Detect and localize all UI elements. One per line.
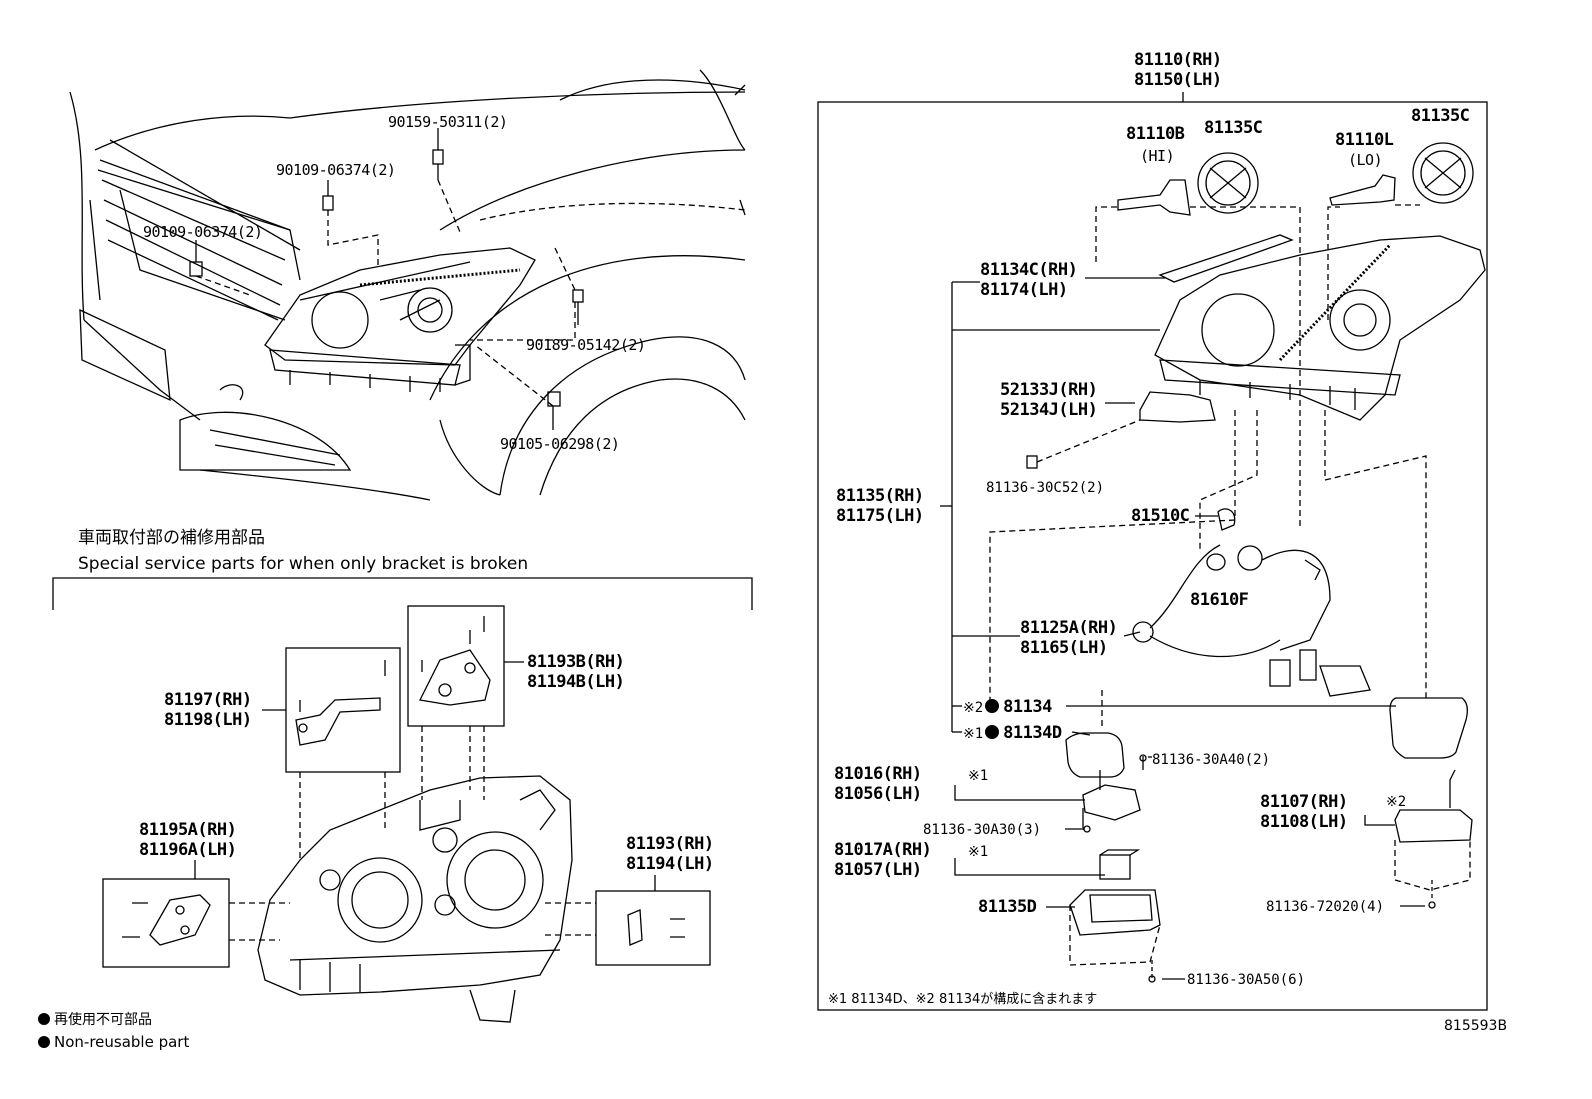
label-52133j: 52133J(RH) bbox=[1000, 380, 1098, 400]
label-81056: 81056(LH) bbox=[834, 784, 922, 804]
label-81110b: 81110B bbox=[1126, 124, 1185, 144]
note-mark-2: ※2 bbox=[963, 700, 984, 716]
label-81134c: 81134C(RH) bbox=[980, 260, 1078, 280]
label-81198: 81198(LH) bbox=[164, 710, 252, 730]
label-81610f: 81610F bbox=[1190, 590, 1249, 610]
label-90109-06374-upper: 90109-06374(2) bbox=[276, 161, 396, 179]
bracket-service-drawing bbox=[52, 577, 753, 1023]
label-81017a: 81017A(RH) bbox=[834, 840, 932, 860]
legend-en: Non-reusable part bbox=[38, 1032, 189, 1052]
label-81108: 81108(LH) bbox=[1260, 812, 1348, 832]
label-81110: 81110(RH) bbox=[1134, 50, 1222, 70]
label-81196a: 81196A(LH) bbox=[139, 840, 237, 860]
label-81125a: 81125A(RH) bbox=[1020, 618, 1118, 638]
label-81135d: 81135D bbox=[978, 897, 1037, 917]
label-81107: 81107(RH) bbox=[1260, 792, 1348, 812]
label-81136-30a40: 81136-30A40(2) bbox=[1152, 752, 1271, 768]
service-note-en: Special service parts for when only brac… bbox=[78, 554, 529, 574]
label-52134j: 52134J(LH) bbox=[1000, 400, 1098, 420]
footnote: ※1 81134D、※2 81134が構成に含まれます bbox=[828, 992, 1098, 1007]
label-81194: 81194(LH) bbox=[626, 854, 714, 874]
label-81135c-a: 81135C bbox=[1204, 118, 1263, 138]
label-81016: 81016(RH) bbox=[834, 764, 922, 784]
note-mark-1-c: ※1 bbox=[968, 844, 989, 860]
non-reusable-dot-icon bbox=[38, 1036, 50, 1048]
label-81135: 81135(RH) bbox=[836, 486, 924, 506]
non-reusable-dot-icon bbox=[985, 725, 1000, 739]
label-81193b: 81193B(RH) bbox=[527, 652, 625, 672]
label-81194b: 81194B(LH) bbox=[527, 672, 625, 692]
label-81195a: 81195A(RH) bbox=[139, 820, 237, 840]
label-81175: 81175(LH) bbox=[836, 506, 924, 526]
label-lo: (LO) bbox=[1348, 151, 1383, 169]
label-81136-30a30: 81136-30A30(3) bbox=[923, 822, 1042, 838]
label-81510c: 81510C bbox=[1131, 506, 1190, 526]
note-mark-1: ※1 bbox=[963, 726, 984, 742]
note-mark-2-b: ※2 bbox=[1386, 794, 1407, 810]
label-90159-50311: 90159-50311(2) bbox=[388, 113, 508, 131]
vehicle-front-drawing bbox=[69, 69, 746, 501]
label-81165: 81165(LH) bbox=[1020, 638, 1108, 658]
label-81136-30a50: 81136-30A50(6) bbox=[1187, 972, 1306, 988]
label-81135c-b: 81135C bbox=[1411, 106, 1470, 126]
label-81174: 81174(LH) bbox=[980, 280, 1068, 300]
note-mark-1-b: ※1 bbox=[968, 768, 989, 784]
label-90105-06298: 90105-06298(2) bbox=[500, 435, 620, 453]
non-reusable-dot-icon bbox=[985, 699, 1000, 713]
headlamp-assembly-drawing bbox=[817, 92, 1488, 1011]
non-reusable-dot-icon bbox=[38, 1013, 50, 1025]
label-90109-06374-lower: 90109-06374(2) bbox=[143, 223, 263, 241]
label-81110l: 81110L bbox=[1335, 130, 1394, 150]
service-note-jp: 車両取付部の補修用部品 bbox=[78, 528, 265, 548]
label-81150: 81150(LH) bbox=[1134, 70, 1222, 90]
label-hi: (HI) bbox=[1140, 147, 1175, 165]
label-81136-72020: 81136-72020(4) bbox=[1266, 899, 1385, 915]
label-90189-05142: 90189-05142(2) bbox=[526, 336, 646, 354]
label-81136-30c52: 81136-30C52(2) bbox=[986, 480, 1105, 496]
figure-id: 815593B bbox=[1444, 1018, 1508, 1034]
legend-jp: 再使用不可部品 bbox=[38, 1010, 152, 1030]
label-81057: 81057(LH) bbox=[834, 860, 922, 880]
label-81193: 81193(RH) bbox=[626, 834, 714, 854]
label-81197: 81197(RH) bbox=[164, 690, 252, 710]
